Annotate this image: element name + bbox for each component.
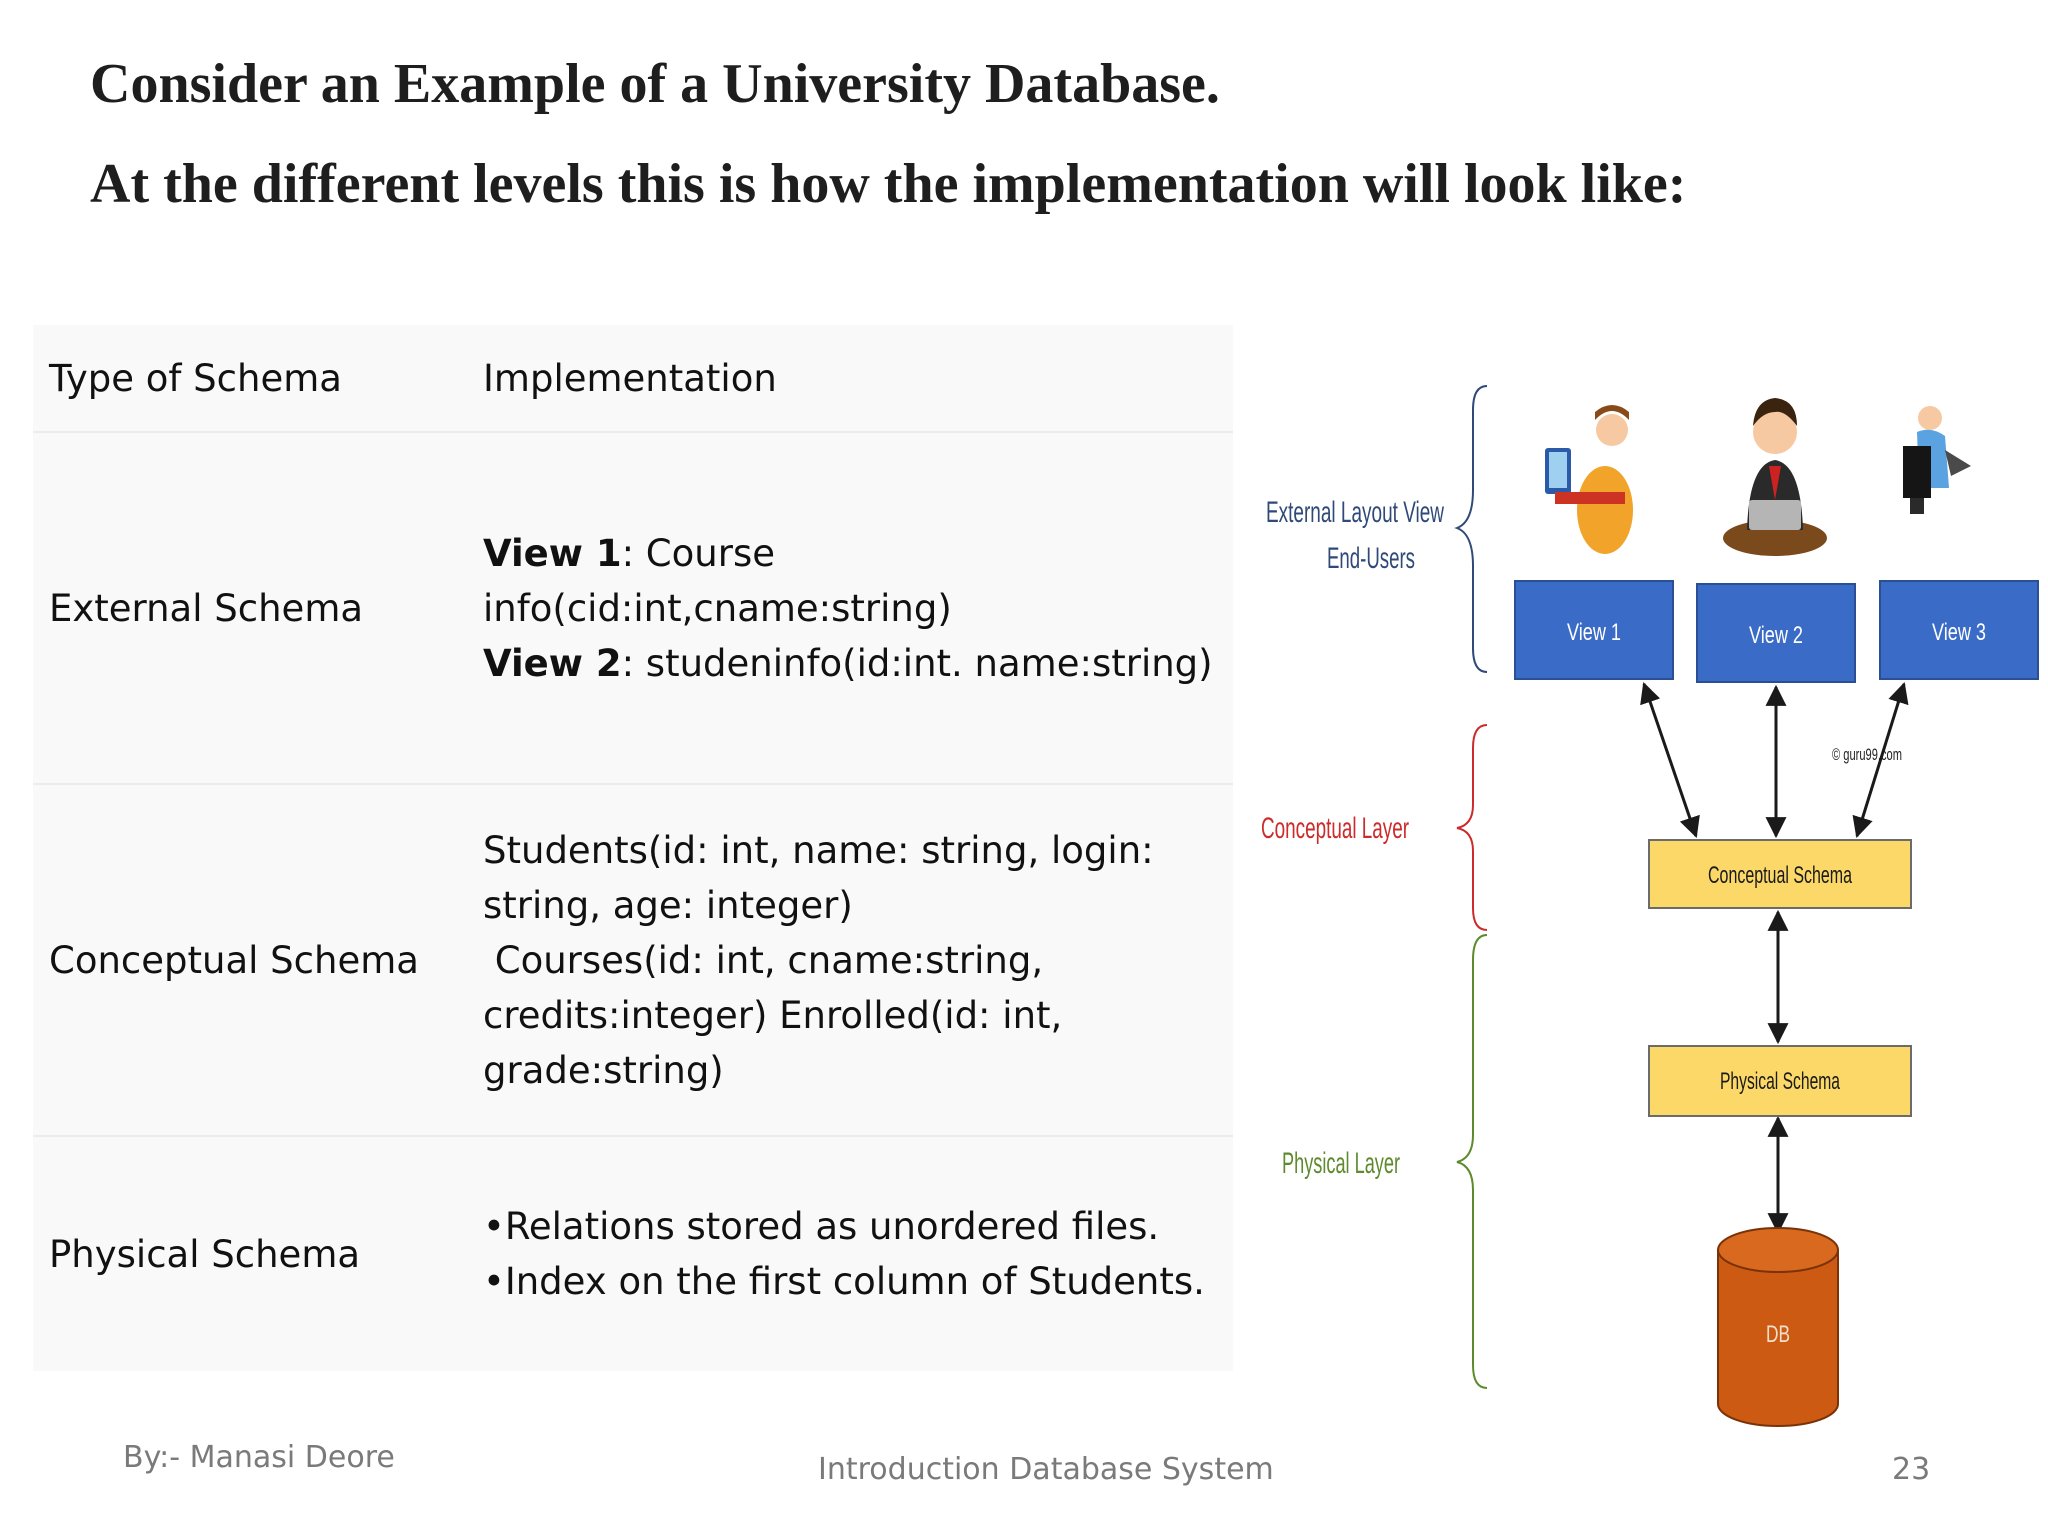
impl-line: grade:string) [483,1048,724,1092]
impl-line: Students(id: int, name: string, login: [483,828,1154,872]
conceptual-schema-label: Conceptual Schema [1708,862,1852,889]
arrow-view1-conceptual [1640,682,1700,838]
row-implementation-conceptual: Students(id: int, name: string, login: s… [467,783,1233,1136]
watermark-text: © guru99.com [1832,745,1902,764]
user-1-icon [1545,405,1633,554]
external-brace-icon [1454,385,1488,673]
physical-schema-label: Physical Schema [1720,1068,1840,1095]
table-header-row: Type of Schema Implementation [33,325,1233,432]
impl-text: info(cid:int,cname:string) [483,586,952,630]
header-type-of-schema: Type of Schema [49,356,342,400]
impl-line: info(cid:int,cname:string) [483,581,1217,636]
impl-text: : studeninfo(id:int. name:string) [621,641,1213,685]
slide-title: Consider an Example of a University Data… [90,53,1220,115]
user-3-icon [1903,406,1971,514]
physical-layer-label: Physical Layer [1282,1147,1400,1180]
impl-line: View 2: studeninfo(id:int. name:string) [483,636,1217,691]
user-2-icon [1723,398,1827,556]
conceptual-layer-label: Conceptual Layer [1261,812,1409,845]
table-row: External Schema View 1: Course info(cid:… [33,431,1233,784]
three-schema-diagram: External Layout View End-Users Conceptua… [1261,385,2039,1427]
impl-text: : Course [621,531,775,575]
view-1-box: View 1 [1514,580,1674,680]
row-implementation-external: View 1: Course info(cid:int,cname:string… [467,431,1233,784]
slide-subtitle: At the different levels this is how the … [90,153,1687,215]
end-users-label: End-Users [1327,542,1415,575]
view-3-label: View 3 [1932,619,1986,646]
impl-line: •Index on the first column of Students. [483,1260,1205,1303]
view-2-box: View 2 [1696,583,1856,683]
footer-course: Introduction Database System [818,1452,1274,1487]
row-implementation-physical: •Relations stored as unordered files. •I… [467,1135,1233,1371]
impl-bold: View 2 [483,641,622,685]
impl-line: credits:integer) Enrolled(id: int, [483,993,1063,1037]
conceptual-schema-box: Conceptual Schema [1648,839,1912,909]
conceptual-brace-icon [1456,724,1488,931]
db-label: DB [1766,1321,1790,1348]
impl-line: •Relations stored as unordered files. [483,1205,1160,1248]
view-3-box: View 3 [1879,580,2039,680]
arrow-view3-conceptual [1852,681,1909,839]
view-1-label: View 1 [1567,619,1621,646]
table-row: Physical Schema •Relations stored as uno… [33,1135,1233,1371]
page-number: 23 [1892,1452,1931,1487]
database-cylinder-icon: DB [1717,1227,1839,1427]
footer-author: By:- Manasi Deore [123,1440,395,1475]
impl-line: string, age: integer) [483,883,853,927]
physical-schema-box: Physical Schema [1648,1045,1912,1117]
external-layout-view-label: External Layout View [1266,496,1444,529]
physical-brace-icon [1456,934,1488,1389]
impl-line: View 1: Course [483,526,1217,581]
view-2-label: View 2 [1749,622,1803,649]
table-row: Conceptual Schema Students(id: int, name… [33,783,1233,1136]
impl-line: Courses(id: int, cname:string, [483,938,1044,982]
header-implementation: Implementation [483,356,777,400]
schema-table: Type of Schema Implementation External S… [33,325,1233,1371]
row-type-external: External Schema [33,431,467,784]
row-type-conceptual: Conceptual Schema [33,783,467,1136]
impl-bold: View 1 [483,531,622,575]
row-type-physical: Physical Schema [33,1135,467,1371]
